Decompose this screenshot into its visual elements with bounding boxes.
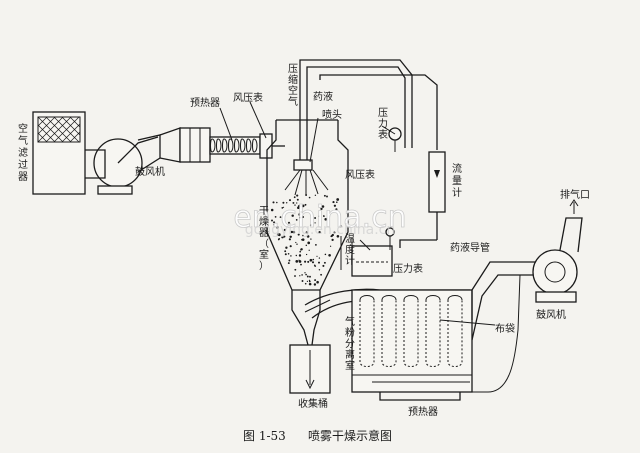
label-pressure-gauge-top-text: 压力表 <box>378 107 388 141</box>
blower-left <box>85 136 159 195</box>
label-preheater-top: 预热器 <box>190 96 220 109</box>
filter-bag-top <box>447 295 463 301</box>
label-gas-powder-separator: 气粉分离室 <box>345 315 355 372</box>
label-liquid-pipe: 药液导管 <box>450 241 490 254</box>
label-dryer-chamber-text: 干燥器（室） <box>259 206 269 272</box>
dryer-chamber <box>266 119 349 291</box>
caption-number: 图 1-53 <box>243 429 286 443</box>
label-pressure-gauge-mid: 压力表 <box>393 262 423 275</box>
label-blower-left: 鼓风机 <box>135 165 165 178</box>
preheater-top <box>209 133 285 159</box>
spray-cone <box>284 169 329 196</box>
exhaust-arrow-icon <box>569 199 579 214</box>
label-compressed-air: 压缩空气 <box>288 63 298 108</box>
powder-particles <box>270 194 342 286</box>
nozzle-assembly <box>293 59 438 171</box>
label-nozzle: 喷头 <box>322 109 342 121</box>
air-filter <box>32 111 86 195</box>
inlet-duct <box>137 127 211 173</box>
label-liquid: 药液 <box>313 90 333 103</box>
filter-bag-top <box>359 295 375 301</box>
filter-bag <box>447 300 463 367</box>
label-air-filter: 空气滤过器 <box>18 122 28 183</box>
label-pressure-gauge-top: 压力表 <box>378 107 388 141</box>
label-wind-pressure-gauge-mid: 风压表 <box>345 168 375 181</box>
label-compressed-air-text: 压缩空气 <box>288 63 298 108</box>
label-blower-right: 鼓风机 <box>536 308 566 321</box>
label-bag: 布袋 <box>495 322 515 335</box>
filter-bag-top <box>381 295 397 301</box>
label-exhaust-outlet: 排气口 <box>560 188 590 201</box>
collection-bucket <box>289 290 331 394</box>
leader-lines <box>219 101 496 326</box>
label-preheater-bottom: 预热器 <box>408 405 438 418</box>
filter-bag <box>425 300 441 367</box>
filter-bag <box>381 300 397 367</box>
filter-bag <box>359 300 375 367</box>
label-thermometer-text: 温度计 <box>345 233 355 267</box>
label-gas-powder-separator-text: 气粉分离室 <box>345 315 355 372</box>
exhaust-duct <box>471 261 540 393</box>
filter-bag <box>403 300 419 367</box>
label-flow-meter: 流量计 <box>452 162 462 199</box>
caption-title: 喷雾干燥示意图 <box>308 428 392 443</box>
label-collection-bucket: 收集桶 <box>298 397 328 410</box>
filter-bag-top <box>425 295 441 301</box>
watermark-sub: gongying.en.china.cn <box>245 222 395 238</box>
preheater-bottom <box>372 381 470 401</box>
watermark-main: en.china.cn <box>233 200 406 235</box>
blower-right <box>532 217 583 303</box>
label-wind-pressure-gauge-top: 风压表 <box>233 91 263 104</box>
flow-meter <box>399 151 446 248</box>
label-air-filter-text: 空气滤过器 <box>18 122 28 183</box>
filter-bag-top <box>403 295 419 301</box>
label-thermometer: 温度计 <box>345 233 355 267</box>
label-flow-meter-text: 流量计 <box>452 162 462 199</box>
liquid-tank <box>351 227 395 277</box>
label-dryer-chamber: 干燥器（室） <box>259 206 269 272</box>
separator-box <box>351 289 473 393</box>
